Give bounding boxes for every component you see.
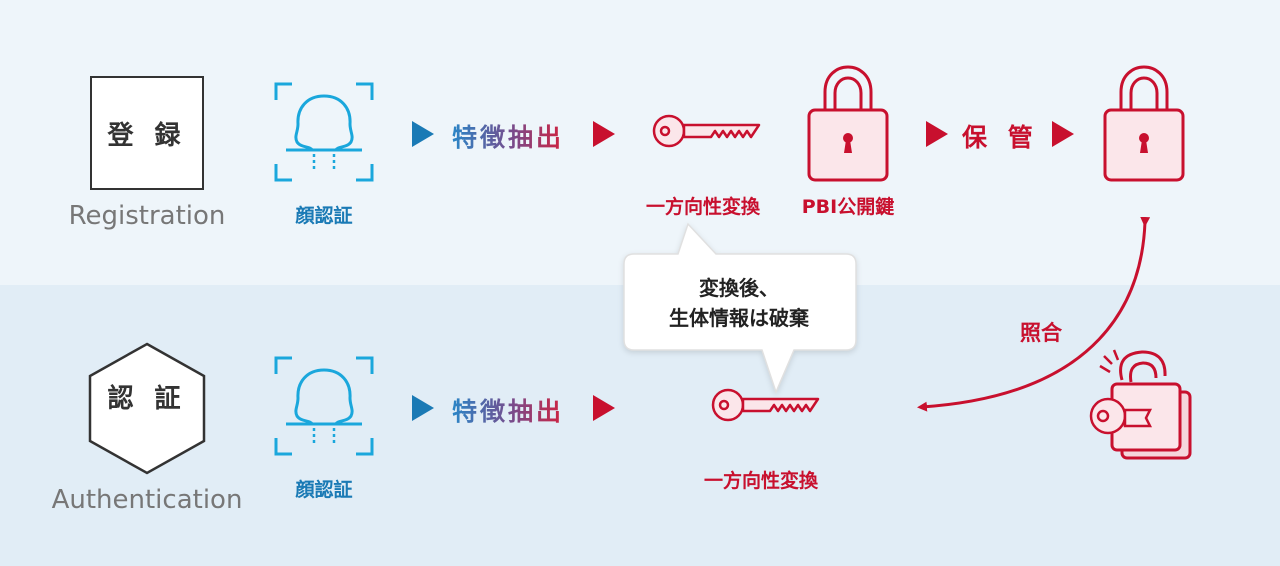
registration-face-label: 顔認証 — [295, 205, 353, 227]
face-scan-icon-authentication — [274, 356, 374, 456]
play-arrow-icon — [412, 395, 434, 421]
authentication-extract-label: 特徴抽出 — [452, 392, 564, 428]
play-arrow-icon — [1052, 121, 1074, 147]
authentication-face-label: 顔認証 — [295, 479, 353, 501]
registration-extract-label: 特徴抽出 — [452, 118, 564, 154]
authentication-oneway-label: 一方向性変換 — [703, 470, 818, 492]
key-icon-authentication — [711, 388, 820, 422]
unlocked-padlock-with-key-icon — [1089, 349, 1192, 460]
key-icon-registration — [652, 114, 761, 148]
match-double-arrow — [917, 216, 1151, 412]
registration-english-label: Registration — [68, 201, 226, 231]
play-arrow-icon — [593, 395, 615, 421]
callout-line-1: 変換後、 — [699, 276, 779, 300]
play-arrow-icon — [593, 121, 615, 147]
authentication-english-label: Authentication — [51, 485, 243, 515]
face-scan-icon-registration — [274, 82, 374, 182]
registration-stage-box: 登 録 — [90, 76, 204, 190]
play-arrow-icon — [412, 121, 434, 147]
authentication-stage-hexagon — [88, 342, 206, 475]
match-label: 照合 — [1020, 321, 1062, 345]
pbi-public-key-label: PBI公開鍵 — [801, 196, 895, 218]
padlock-icon-stored — [1103, 65, 1185, 182]
callout-bubble — [623, 222, 857, 395]
play-arrow-icon — [926, 121, 948, 147]
callout-text: 変換後、 生体情報は破棄 — [622, 256, 856, 350]
registration-oneway-label: 一方向性変換 — [645, 196, 760, 218]
callout-line-2: 生体情報は破棄 — [669, 306, 809, 330]
authentication-stage-label: 認 証 — [107, 384, 187, 414]
padlock-icon-pbi — [807, 65, 889, 182]
registration-stage-label: 登 録 — [107, 120, 187, 151]
store-label: 保 管 — [962, 123, 1039, 152]
